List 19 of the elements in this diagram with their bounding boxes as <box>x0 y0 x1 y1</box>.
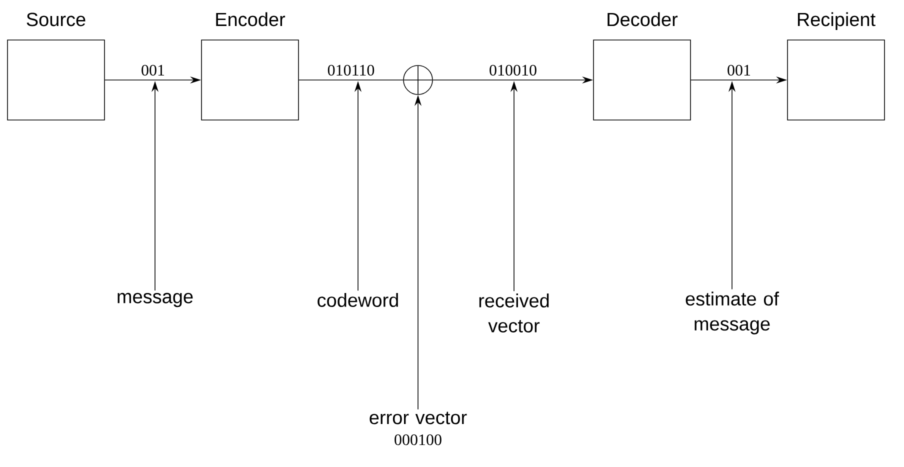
edge-label: 001 <box>726 64 752 77</box>
node-label: Encoder <box>216 12 286 26</box>
leader-text: message <box>118 292 193 308</box>
node-label: Recipient <box>798 12 876 30</box>
block-box: Recipient <box>787 12 885 120</box>
block-box: Decoder <box>593 12 691 120</box>
block-box: Encoder <box>201 12 299 120</box>
edge-label: 010010 <box>488 64 538 77</box>
edge-label: 001 <box>140 64 166 77</box>
leader-text: error vector <box>370 412 467 424</box>
adder-circle <box>403 65 433 95</box>
code-text: 000100 <box>394 434 442 446</box>
leader-text: estimate of message <box>686 292 779 334</box>
leader-text: codeword <box>318 293 398 307</box>
leader-text: received vector <box>479 294 549 332</box>
block-box: Source <box>7 12 105 120</box>
node-label: Source <box>26 12 86 26</box>
edge-label: 010110 <box>326 64 376 77</box>
node-label: Decoder <box>608 12 678 26</box>
